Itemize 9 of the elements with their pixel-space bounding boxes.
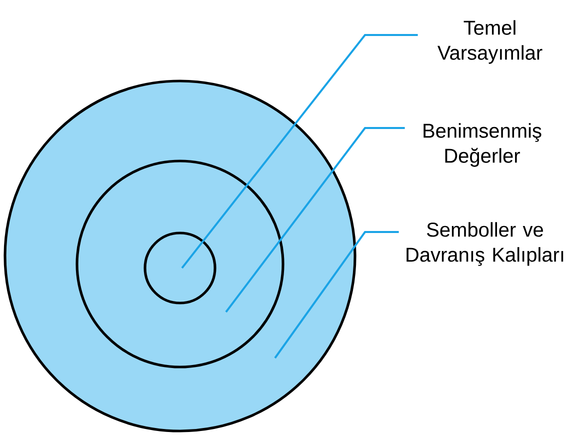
text-label: Temel Varsayımlar (438, 20, 542, 64)
ring-circle (76, 160, 284, 368)
text-label: Benimsenmiş Değerler (424, 123, 542, 167)
ring-circle (4, 80, 356, 432)
ring-circle (144, 232, 216, 304)
leader-line (225, 127, 405, 313)
leader-line (274, 231, 399, 359)
text-label: Semboller ve Davranış Kalıpları (406, 222, 564, 266)
leader-line (181, 34, 418, 269)
